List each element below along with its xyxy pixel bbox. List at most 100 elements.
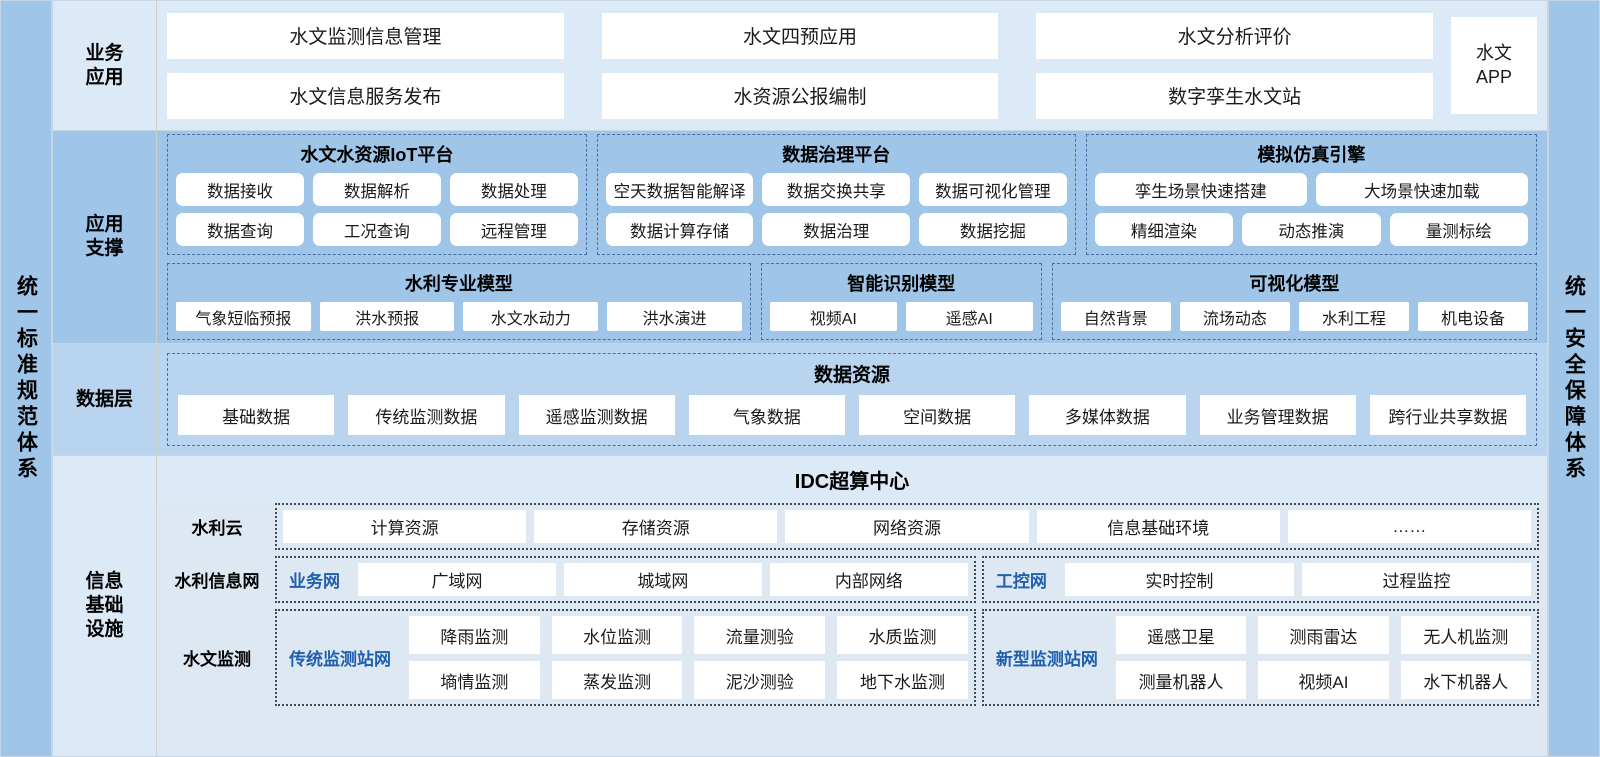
layer-infrastructure: 信息 基础 设施 IDC超算中心 水利云 计算资源 存储资源 网络资源 信息基础…: [52, 456, 1548, 757]
platform-item[interactable]: 大场景快速加载: [1315, 173, 1528, 206]
monitoring-item[interactable]: 墒情监测: [409, 661, 540, 699]
monitoring-item[interactable]: 水质监测: [837, 616, 968, 654]
platform-item[interactable]: 数据交换共享: [762, 173, 911, 206]
platform-iot-title: 水文水资源IoT平台: [300, 145, 454, 165]
model-item[interactable]: 流场动态: [1179, 302, 1290, 331]
monitoring-item[interactable]: 流量测验: [694, 616, 826, 654]
platform-item[interactable]: 量测标绘: [1389, 213, 1528, 246]
business-app-card[interactable]: 水文分析评价: [1036, 12, 1434, 59]
platform-item[interactable]: 远程管理: [449, 213, 578, 246]
cloud-item[interactable]: 存储资源: [534, 510, 778, 543]
platform-item[interactable]: 数据查询: [176, 213, 304, 246]
monitoring-item[interactable]: 无人机监测: [1400, 616, 1531, 654]
platform-item[interactable]: 动态推演: [1242, 213, 1381, 246]
platform-item[interactable]: 数据处理: [449, 173, 578, 206]
model-item[interactable]: 气象短临预报: [176, 302, 311, 331]
business-apps-row: 水文监测信息管理 水文信息服务发布 水文四预应用 水资源公报编制 水文分析评价 …: [167, 9, 1537, 122]
business-column-3: 水文分析评价 数字孪生水文站: [1036, 9, 1434, 122]
platform-item[interactable]: 数据可视化管理: [919, 173, 1067, 206]
cloud-item[interactable]: 网络资源: [785, 510, 1029, 543]
infra-row-label-network: 水利信息网: [174, 572, 260, 591]
platform-simulation-title: 模拟仿真引擎: [1257, 145, 1366, 165]
platform-item[interactable]: 孪生场景快速搭建: [1094, 173, 1307, 206]
business-app-card[interactable]: 水文四预应用: [601, 12, 999, 59]
platform-iot: 水文水资源IoT平台 数据接收 数据解析 数据处理 数据查询 工况查询 远程管理: [167, 134, 587, 255]
platform-item[interactable]: 空天数据智能解译: [605, 173, 754, 206]
platform-item[interactable]: 数据计算存储: [605, 213, 754, 246]
network-item[interactable]: 广域网: [358, 563, 556, 596]
model-professional-title: 水利专业模型: [404, 274, 513, 294]
network-item[interactable]: 实时控制: [1064, 563, 1294, 596]
model-item[interactable]: 机电设备: [1417, 302, 1529, 331]
traditional-monitoring-items: 降雨监测 水位监测 流量测验 水质监测 墒情监测 蒸发监测 泥沙测验 地下水监测: [409, 616, 968, 699]
layer-business-application: 业务 应用 水文监测信息管理 水文信息服务发布 水文四预应用 水资源公报编制: [52, 0, 1548, 131]
monitoring-item[interactable]: 水位监测: [551, 616, 683, 654]
platform-governance-title: 数据治理平台: [782, 145, 891, 165]
cloud-item[interactable]: 计算资源: [283, 510, 527, 543]
platform-item[interactable]: 数据接收: [176, 173, 304, 206]
industrial-network-title: 工控网: [995, 572, 1047, 591]
model-item[interactable]: 洪水预报: [319, 302, 455, 331]
business-app-card[interactable]: 数字孪生水文站: [1036, 72, 1434, 119]
hydrology-app-card[interactable]: 水文 APP: [1451, 17, 1537, 114]
platform-item[interactable]: 精细渲染: [1094, 213, 1234, 246]
monitoring-item[interactable]: 遥感卫星: [1115, 616, 1247, 654]
monitoring-item[interactable]: 地下水监测: [837, 661, 968, 699]
infra-row-network: 水利信息网 业务网 广域网 城域网 内部网络 工控网 实时控制 过程监控: [165, 556, 1539, 603]
data-item[interactable]: 业务管理数据: [1199, 395, 1356, 435]
model-item[interactable]: 自然背景: [1060, 302, 1171, 331]
monitoring-item[interactable]: 泥沙测验: [694, 661, 826, 699]
monitoring-item[interactable]: 测量机器人: [1115, 661, 1247, 699]
platform-item[interactable]: 数据挖掘: [919, 213, 1067, 246]
platform-simulation-engine: 模拟仿真引擎 孪生场景快速搭建 大场景快速加载 精细渲染 动态推演 量测标绘: [1085, 134, 1537, 255]
business-app-card[interactable]: 水文信息服务发布: [167, 72, 564, 119]
platforms-row: 水文水资源IoT平台 数据接收 数据解析 数据处理 数据查询 工况查询 远程管理: [167, 134, 1537, 255]
platform-item[interactable]: 数据治理: [762, 213, 911, 246]
data-item[interactable]: 传统监测数据: [348, 395, 505, 435]
business-app-card[interactable]: 水资源公报编制: [601, 72, 999, 119]
business-app-card[interactable]: 水文监测信息管理: [167, 12, 564, 59]
layer-label-data: 数据层: [53, 344, 157, 455]
right-band-label: 统一安全保障体系: [1562, 274, 1586, 483]
data-item[interactable]: 多媒体数据: [1029, 395, 1186, 435]
network-item[interactable]: 城域网: [563, 563, 762, 596]
monitoring-item[interactable]: 测雨雷达: [1258, 616, 1389, 654]
cloud-item-ellipsis[interactable]: ……: [1287, 510, 1532, 543]
traditional-network-title: 传统监测站网: [289, 650, 391, 669]
model-professional: 水利专业模型 气象短临预报 洪水预报 水文水动力 洪水演进: [167, 263, 751, 340]
model-item[interactable]: 水文水动力: [463, 302, 599, 331]
models-row: 水利专业模型 气象短临预报 洪水预报 水文水动力 洪水演进 智能识别模型 视频A…: [167, 263, 1537, 340]
model-ai-recognition: 智能识别模型 视频AI 遥感AI: [760, 263, 1042, 340]
model-item[interactable]: 洪水演进: [607, 302, 742, 331]
data-item[interactable]: 基础数据: [178, 395, 335, 435]
data-item[interactable]: 气象数据: [688, 395, 845, 435]
cloud-item[interactable]: 信息基础环境: [1036, 510, 1280, 543]
model-visualization: 可视化模型 自然背景 流场动态 水利工程 机电设备: [1051, 263, 1537, 340]
network-item[interactable]: 过程监控: [1301, 563, 1531, 596]
network-item[interactable]: 内部网络: [769, 563, 968, 596]
platform-item[interactable]: 工况查询: [312, 213, 441, 246]
monitoring-item[interactable]: 蒸发监测: [551, 661, 683, 699]
monitoring-item[interactable]: 视频AI: [1258, 661, 1389, 699]
model-item[interactable]: 遥感AI: [905, 302, 1033, 331]
monitoring-item[interactable]: 水下机器人: [1400, 661, 1531, 699]
platform-item[interactable]: 数据解析: [312, 173, 441, 206]
cloud-resources-box: 计算资源 存储资源 网络资源 信息基础环境 ……: [275, 503, 1539, 550]
data-item[interactable]: 遥感监测数据: [518, 395, 675, 435]
model-visualization-title: 可视化模型: [1249, 274, 1340, 294]
platform-data-governance: 数据治理平台 空天数据智能解译 数据交换共享 数据可视化管理 数据计算存储 数据…: [596, 134, 1076, 255]
layer-application-support: 应用 支撑 水文水资源IoT平台 数据接收 数据解析 数据处理 数据查询 工况查: [52, 131, 1548, 344]
business-column-1: 水文监测信息管理 水文信息服务发布: [167, 9, 564, 122]
monitoring-item[interactable]: 降雨监测: [409, 616, 540, 654]
right-side-band: 统一安全保障体系: [1548, 0, 1600, 757]
traditional-monitoring-box: 传统监测站网 降雨监测 水位监测 流量测验 水质监测 墒情监测: [275, 609, 976, 706]
data-item[interactable]: 空间数据: [859, 395, 1016, 435]
infra-row-label-cloud: 水利云: [191, 519, 243, 538]
model-item[interactable]: 视频AI: [769, 302, 897, 331]
model-ai-title: 智能识别模型: [847, 274, 956, 294]
modern-monitoring-items: 遥感卫星 测雨雷达 无人机监测 测量机器人 视频AI 水下机器人: [1115, 616, 1531, 699]
business-network-title: 业务网: [289, 572, 340, 591]
model-item[interactable]: 水利工程: [1298, 302, 1409, 331]
data-item[interactable]: 跨行业共享数据: [1369, 395, 1526, 435]
